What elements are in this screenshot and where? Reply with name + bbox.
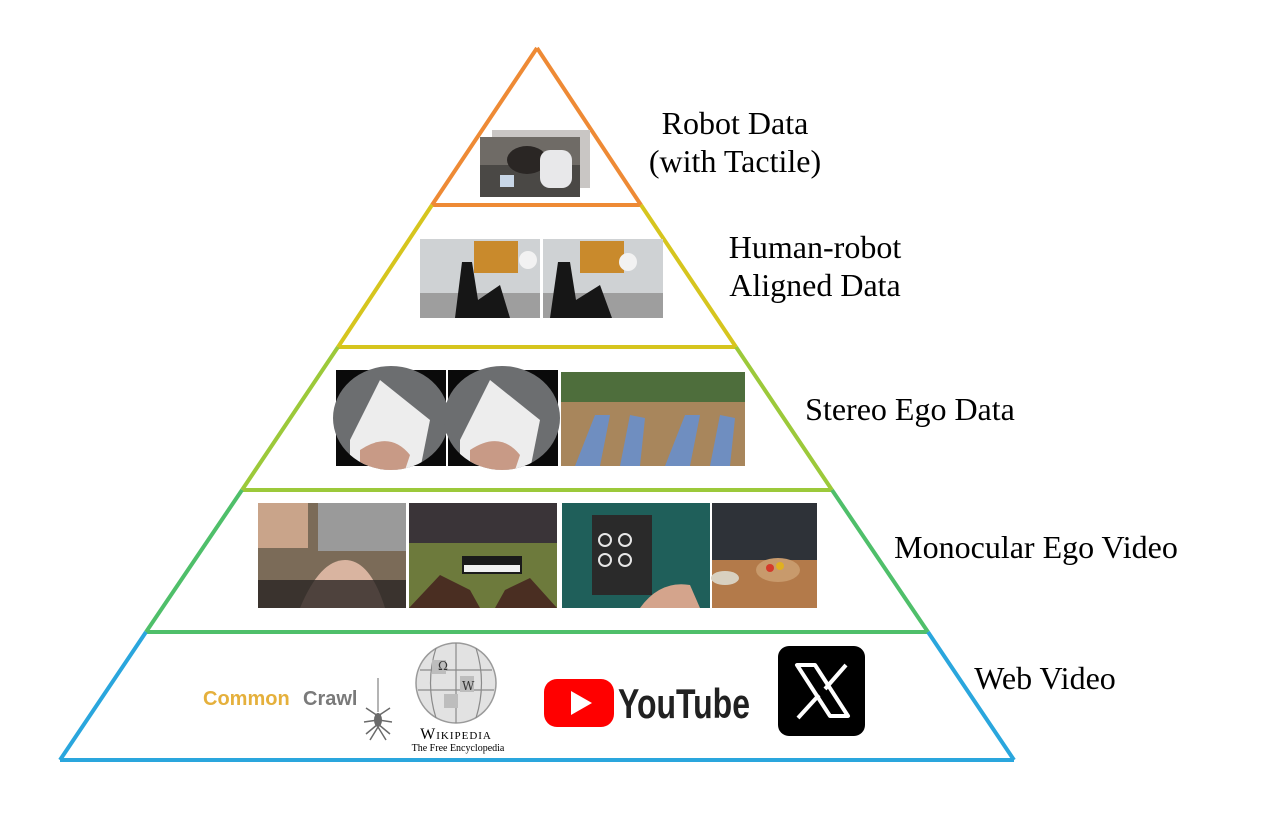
tier-label-aligned: Human-robot Aligned Data: [705, 228, 925, 304]
monocular-ego-photos: [258, 503, 817, 608]
tier-label-robot-line2: (with Tactile): [648, 143, 822, 179]
tier-web-right-edge: [926, 630, 1016, 762]
tier-mono-right-edge: [830, 488, 930, 634]
wikipedia-tagline: The Free Encyclopedia: [412, 743, 505, 754]
tier-label-mono-line1: Monocular Ego Video: [894, 529, 1178, 565]
tier-label-robot: Robot Data (with Tactile): [625, 104, 845, 180]
pyramid-outline: [58, 46, 1016, 762]
tier-robot-right-edge: [535, 46, 643, 207]
svg-text:W: W: [462, 679, 475, 693]
youtube-play-icon: [544, 679, 614, 727]
tier-stereo-left-edge: [240, 345, 340, 492]
tier-stereo-right-edge: [734, 345, 834, 492]
tier-web-left-edge: [58, 630, 148, 762]
robot-data-photos: [480, 130, 590, 197]
spider-icon: [363, 678, 393, 741]
tier-label-web-line1: Web Video: [974, 660, 1116, 696]
tier-label-stereo: Stereo Ego Data: [785, 390, 1035, 428]
tier-label-robot-line1: Robot Data: [661, 105, 809, 141]
tier-robot-left-edge: [430, 46, 539, 207]
tier-label-stereo-line1: Stereo Ego Data: [805, 391, 1015, 427]
tier-label-aligned-line1: Human-robot: [728, 229, 902, 265]
tier-label-mono: Monocular Ego Video: [878, 528, 1194, 566]
tier-label-web: Web Video: [955, 659, 1135, 697]
x-logo-icon: [778, 646, 865, 736]
tier-aligned-left-edge: [336, 203, 434, 349]
svg-text:Ω: Ω: [438, 659, 448, 673]
stereo-ego-photos: [333, 366, 745, 470]
tier-mono-left-edge: [144, 488, 244, 634]
wikipedia-globe-icon: Ω W: [415, 642, 497, 724]
youtube-wordmark: YouTube: [618, 680, 750, 727]
tier-aligned-right-edge: [639, 203, 738, 349]
common-crawl-word1: Common: [203, 688, 290, 710]
wikipedia-wordmark: Wikipedia: [420, 726, 492, 743]
common-crawl-word2: Crawl: [303, 688, 357, 710]
web-logos: Common Crawl Ω W Wikipedia The Free Ency…: [203, 642, 865, 754]
aligned-data-photos: [420, 239, 663, 318]
tier-label-aligned-line2: Aligned Data: [729, 267, 901, 303]
